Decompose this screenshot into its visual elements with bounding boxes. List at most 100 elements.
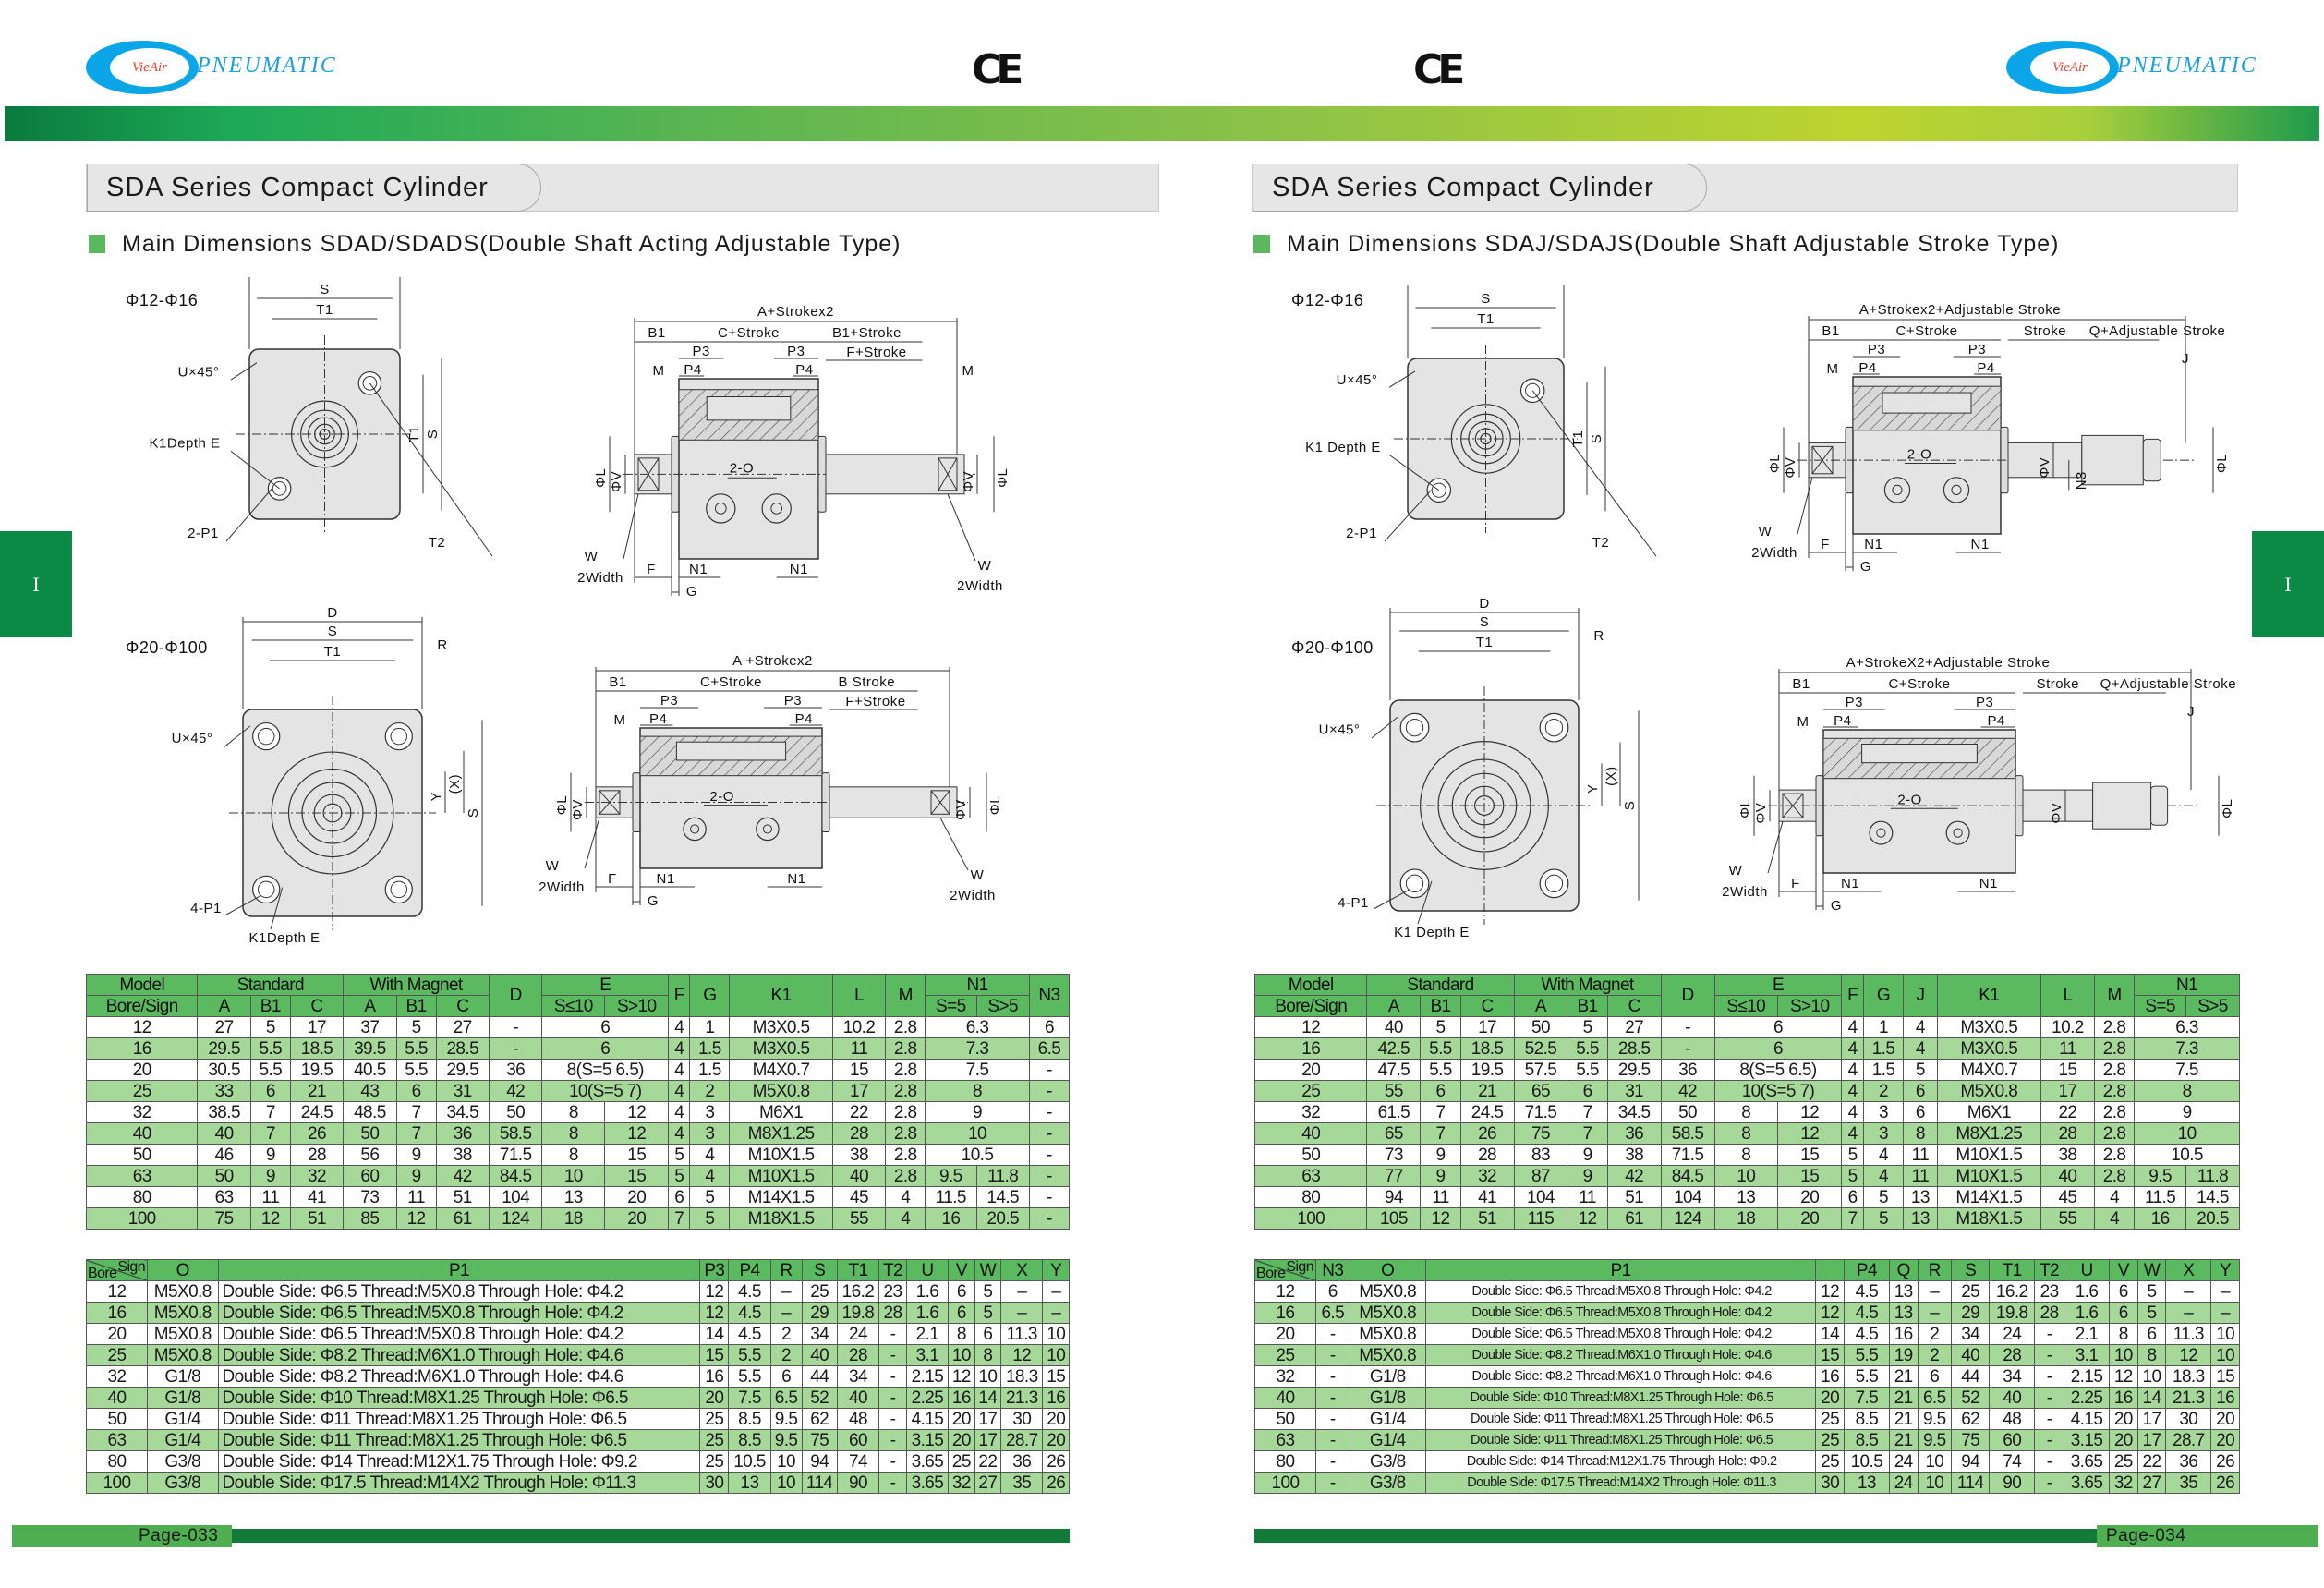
table-cell: 38 (1606, 1144, 1662, 1166)
dimension-label: 2-O (730, 460, 755, 476)
dimension-label: N1 (1979, 876, 1998, 891)
dimension-label: 2-O (1907, 446, 1932, 462)
table-cell: 42 (435, 1165, 490, 1187)
page-footer: Page-033 (0, 1525, 1164, 1547)
table-cell: M5X0.8 (147, 1302, 219, 1324)
table-cell: - (2034, 1450, 2065, 1473)
dimension-label: U×45° (172, 731, 213, 746)
table-cell: 20 (1776, 1207, 1843, 1230)
table-cell: 41 (289, 1186, 345, 1208)
dimension-label: K1 Depth E (1394, 925, 1470, 940)
table-cell: 2.25 (905, 1387, 950, 1409)
dimension-label: B1+Stroke (832, 325, 902, 341)
table-cell: 7 (1567, 1101, 1608, 1123)
column-header: K1 (729, 974, 833, 1017)
table-cell: 32 (2108, 1472, 2138, 1494)
table-cell: - (1028, 1207, 1071, 1230)
piston-rod (2022, 789, 2094, 822)
chapter-tab[interactable]: I (0, 531, 72, 637)
table-cell: 3.65 (2064, 1450, 2110, 1473)
table-cell: 20 (604, 1186, 670, 1208)
table-cell: M6X1 (1936, 1101, 2042, 1123)
table-cell: 50 (1253, 1144, 1368, 1166)
subheading: Main Dimensions SDAJ/SDAJS(Double Shaft … (1253, 231, 2060, 258)
column-header: L (831, 974, 887, 1017)
table-cell: 12 (699, 1302, 730, 1324)
dimension-label: A+Strokex2+Adjustable Stroke (1859, 302, 2061, 318)
table-cell: 6.3 (925, 1016, 1030, 1038)
column-header: R (1917, 1259, 1953, 1281)
column-header: C (435, 995, 490, 1017)
mounting-hole-icon (252, 875, 281, 904)
table-cell: 60 (1989, 1429, 2036, 1451)
table-cell: 15 (1815, 1344, 1845, 1366)
table-cell: 6 (541, 1016, 670, 1038)
table-cell: 100 (1253, 1207, 1368, 1230)
table-cell: 26 (2210, 1450, 2240, 1473)
dimension-line (584, 818, 600, 869)
table-cell: - (1315, 1323, 1350, 1345)
table-cell: 2.1 (905, 1323, 950, 1345)
dimension-line (230, 362, 258, 381)
table-cell: 2.8 (2093, 1101, 2136, 1123)
table-cell: 10 (1042, 1323, 1070, 1345)
mounting-hole-icon (1399, 712, 1430, 743)
table-cell: 6 (1841, 1186, 1864, 1208)
dimension-label: P4 (1977, 360, 1994, 376)
table-cell: 4.5 (728, 1323, 771, 1345)
table-cell: 6 (769, 1365, 803, 1388)
size-range-label: Φ12-Φ16 (126, 291, 198, 309)
table-cell: 63 (197, 1186, 251, 1208)
table-cell: Double Side: Φ8.2 Thread:M6X1.0 Through … (217, 1365, 701, 1388)
column-header: N3 (1028, 974, 1071, 1017)
bore-cavity (1861, 744, 1978, 764)
table-cell: 6 (2136, 1323, 2167, 1345)
table-cell: – (2165, 1280, 2212, 1303)
chapter-tab[interactable]: I (2252, 531, 2324, 637)
column-header: S>5 (975, 995, 1030, 1017)
table-cell: 58.5 (1660, 1122, 1715, 1145)
column-header: S (801, 1259, 838, 1281)
table-cell: 56 (343, 1144, 397, 1166)
table-cell: 40 (1366, 1016, 1422, 1038)
mounting-hole-icon (257, 727, 275, 746)
table-cell: 5.5 (1567, 1059, 1608, 1081)
table-cell: 55 (1366, 1080, 1422, 1102)
table-cell: 63 (1254, 1429, 1316, 1451)
table-cell: 34 (1989, 1365, 2036, 1388)
table-cell: 80 (86, 1450, 148, 1473)
table-cell: 71.5 (1660, 1144, 1715, 1166)
table-cell: 35 (2165, 1472, 2212, 1494)
table-cell: 2.8 (2093, 1037, 2136, 1060)
header-bore: Bore (1256, 1266, 1286, 1281)
table-cell: M5X0.8 (1349, 1344, 1426, 1366)
table-cell: Double Side: Φ17.5 Thread:M14X2 Through … (1424, 1472, 1817, 1494)
table-cell: 28 (1989, 1344, 2036, 1366)
dimension-label: P4 (1834, 713, 1851, 729)
table-cell: 30 (699, 1472, 730, 1494)
table-cell: 14 (2136, 1387, 2167, 1409)
table-cell: 40.5 (343, 1059, 397, 1081)
table-cell: - (878, 1365, 907, 1388)
table-cell: G1/4 (147, 1429, 219, 1451)
table-cell: 17 (2040, 1080, 2095, 1102)
table-cell: 75 (197, 1207, 251, 1230)
table-cell: – (1042, 1280, 1070, 1303)
table-cell: 10.5 (1844, 1450, 1890, 1473)
table-cell: 4 (2093, 1186, 2136, 1208)
dimension-line (1373, 889, 1410, 910)
table-cell: 5 (1567, 1016, 1608, 1038)
table-cell: Double Side: Φ11 Thread:M8X1.25 Through … (1424, 1408, 1817, 1430)
footer-line (1254, 1529, 2097, 1543)
table-cell: 20 (2210, 1408, 2240, 1430)
table-cell: G1/8 (147, 1387, 219, 1409)
dimension-label: K1Depth E (149, 436, 220, 452)
mounting-hole-icon (384, 721, 413, 751)
